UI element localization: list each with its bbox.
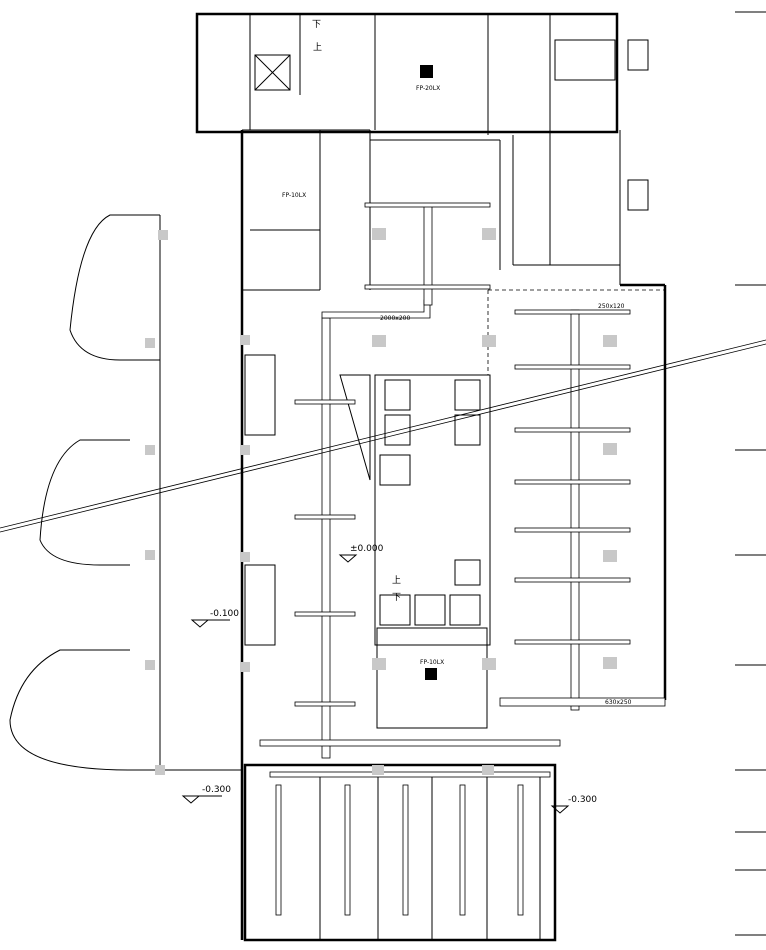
stair-down-label: 下 bbox=[312, 20, 321, 30]
core-stair-down: 下 bbox=[392, 593, 401, 603]
structural-columns bbox=[145, 228, 617, 775]
core-stair-up: 上 bbox=[392, 575, 401, 586]
elevation-lobby: -0.100 bbox=[210, 609, 239, 619]
grid-ticks bbox=[735, 11, 766, 936]
top-block-walls bbox=[195, 12, 649, 265]
duct-size-branch: 250x120 bbox=[598, 303, 625, 310]
elevation-outdoor-left: -0.300 bbox=[202, 785, 231, 795]
core-elevators-stairs bbox=[339, 374, 491, 729]
fp-unit-left: FP-10LX bbox=[282, 192, 306, 199]
fp-unit-top: FP-20LX bbox=[416, 85, 440, 92]
fp-unit-center: FP-10LX bbox=[420, 659, 444, 666]
elevation-outdoor-right: -0.300 bbox=[568, 795, 597, 805]
duct-size-main: 2000x200 bbox=[380, 315, 410, 322]
duct-system bbox=[259, 202, 666, 916]
elevation-marks: ±0.000 -0.100 -0.300 -0.300 bbox=[181, 544, 597, 814]
annotations: 下 上 上 下 FP-20LX FP-10LX FP-10LX 2000x200… bbox=[282, 20, 632, 706]
stair-up-label: 上 bbox=[313, 42, 322, 53]
duct-size-trunk: 630x250 bbox=[605, 699, 632, 706]
building-walls bbox=[9, 129, 667, 942]
section-break-line bbox=[0, 339, 766, 533]
elevation-ground: ±0.000 bbox=[350, 544, 384, 554]
